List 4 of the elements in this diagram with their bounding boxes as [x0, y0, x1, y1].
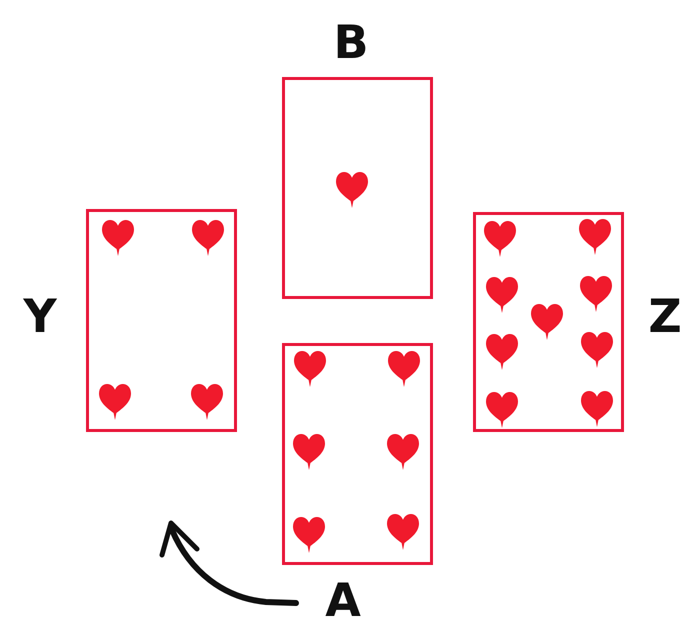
card-label: Z	[648, 293, 682, 339]
card-label: B	[333, 19, 369, 65]
card-label: A	[325, 577, 361, 623]
card-label: Y	[23, 293, 57, 339]
